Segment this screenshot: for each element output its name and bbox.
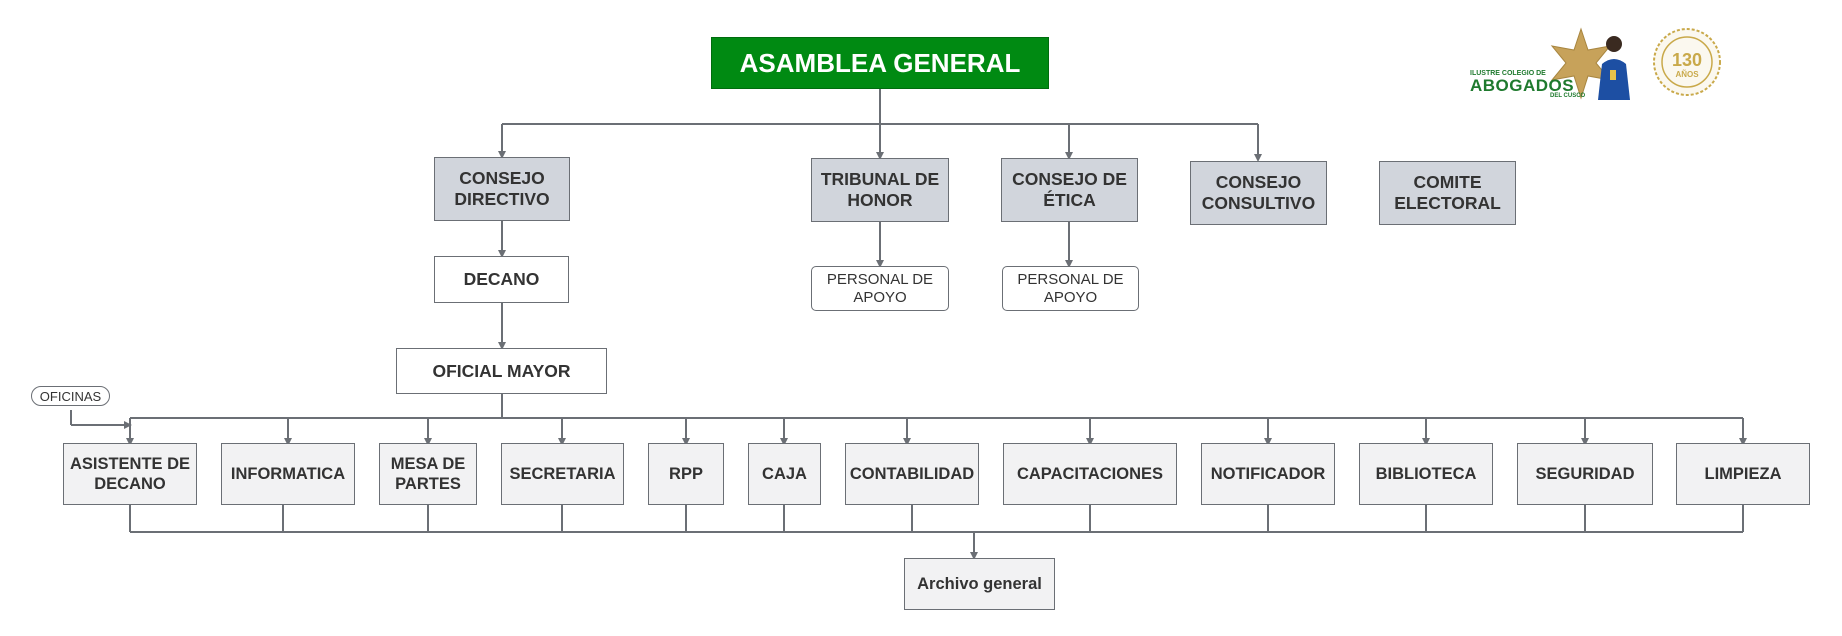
archivo-general-box: Archivo general — [904, 558, 1055, 610]
consejo-consultivo-box: CONSEJO CONSULTIVO — [1190, 161, 1327, 225]
office-mesa-partes: MESA DE PARTES — [379, 443, 477, 505]
office-capacitaciones: CAPACITACIONES — [1003, 443, 1177, 505]
decano-box: DECANO — [434, 256, 569, 303]
office-informatica: INFORMATICA — [221, 443, 355, 505]
office-seguridad: SEGURIDAD — [1517, 443, 1653, 505]
anniversary-seal — [1653, 28, 1721, 96]
oficial-mayor-box: OFICIAL MAYOR — [396, 348, 607, 394]
logo-text-line1: ILUSTRE COLEGIO DE — [1470, 70, 1546, 77]
comite-electoral-box: COMITE ELECTORAL — [1379, 161, 1516, 225]
office-contabilidad: CONTABILIDAD — [845, 443, 979, 505]
personal-apoyo-etica-box: PERSONAL DE APOYO — [1002, 266, 1139, 311]
logo-text-line2: ABOGADOS — [1470, 76, 1575, 95]
office-asistente-decano: ASISTENTE DE DECANO — [63, 443, 197, 505]
office-rpp: RPP — [648, 443, 724, 505]
office-limpieza: LIMPIEZA — [1676, 443, 1810, 505]
seal-number: 130 — [1671, 50, 1703, 70]
logo-text-line3: DEL CUSCO — [1550, 93, 1586, 99]
office-caja: CAJA — [748, 443, 821, 505]
colegio-abogados-logo — [1550, 27, 1630, 100]
office-secretaria: SECRETARIA — [501, 443, 624, 505]
office-notificador: NOTIFICADOR — [1201, 443, 1335, 505]
figure-head — [1606, 36, 1622, 52]
consejo-directivo-box: CONSEJO DIRECTIVO — [434, 157, 570, 221]
consejo-etica-box: CONSEJO DE ÉTICA — [1001, 158, 1138, 222]
oficinas-label: OFICINAS — [31, 386, 110, 406]
personal-apoyo-tribunal-box: PERSONAL DE APOYO — [811, 266, 949, 311]
tribunal-honor-box: TRIBUNAL DE HONOR — [811, 158, 949, 222]
office-biblioteca: BIBLIOTECA — [1359, 443, 1493, 505]
asamblea-general-box: ASAMBLEA GENERAL — [711, 37, 1049, 89]
seal-word: AÑOS — [1675, 70, 1699, 79]
